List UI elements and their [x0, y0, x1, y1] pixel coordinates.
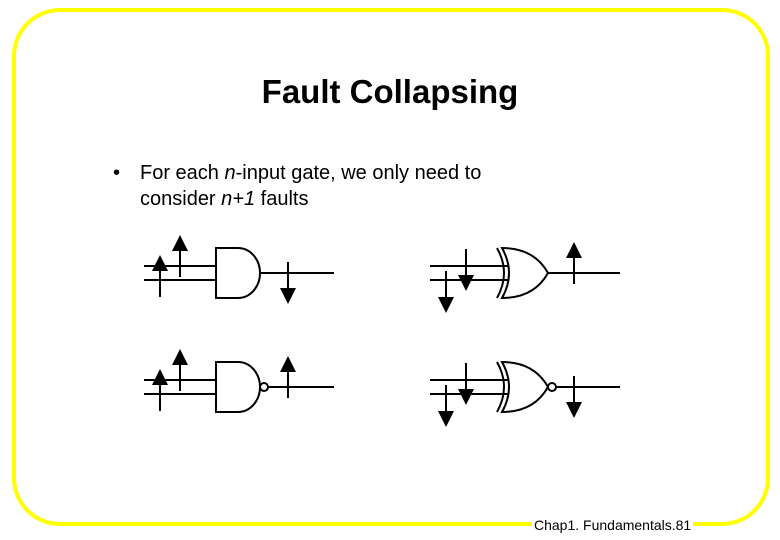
- bullet-n: n: [224, 162, 236, 184]
- bullet-line1-suffix: -input gate, we only need to: [235, 162, 482, 184]
- footer-page-number: Chap1. Fundamentals.81: [532, 516, 694, 534]
- inversion-bubble: [259, 382, 269, 392]
- gate-back-curve: [496, 247, 505, 299]
- gate-or: [430, 242, 620, 313]
- bullet-line2-suffix: faults: [255, 188, 309, 210]
- slide-title: Fault Collapsing: [261, 73, 519, 110]
- inversion-bubble: [547, 382, 557, 392]
- bullet-text: For each n-input gate, we only need to co…: [140, 160, 660, 212]
- slide-frame: [12, 8, 770, 526]
- gate-nor: [430, 360, 620, 427]
- gate-nand: [144, 349, 334, 413]
- gate-body: [215, 247, 261, 299]
- bullet-line1-prefix: For each: [140, 162, 225, 184]
- bullet-marker: •: [113, 162, 121, 184]
- gate-layer: [144, 235, 620, 427]
- gate-back-curve: [496, 361, 505, 413]
- bullet-n-plus-1: n+1: [221, 188, 256, 210]
- gate-body: [500, 360, 550, 414]
- gate-body: [215, 361, 261, 413]
- bullet-line2-prefix: consider: [140, 188, 222, 210]
- gate-body: [500, 246, 550, 300]
- gate-and: [144, 235, 334, 304]
